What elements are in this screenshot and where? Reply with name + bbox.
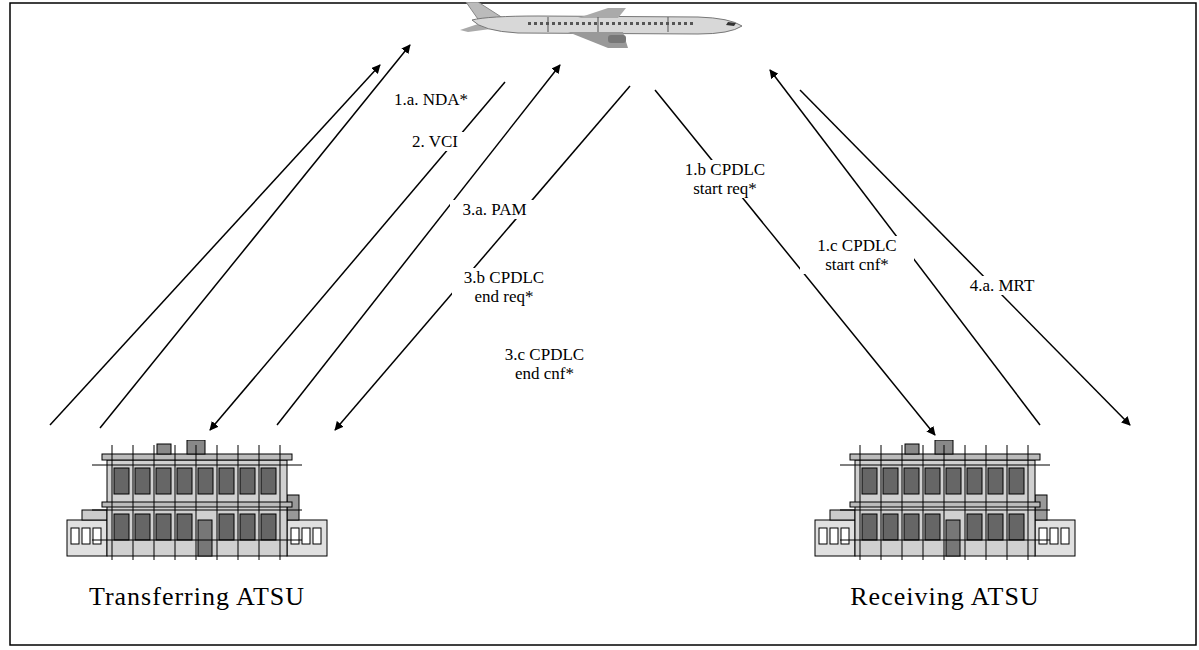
message-label: 3.a. PAM (450, 200, 539, 219)
message-label: 1.a. NDA* (384, 90, 478, 109)
node-label: Receiving ATSU (810, 582, 1080, 612)
building-illustration (810, 440, 1080, 560)
message-arrow (800, 90, 1130, 425)
aircraft (458, 2, 748, 50)
message-label: 4.a. MRT (960, 276, 1044, 295)
message-arrow (100, 45, 410, 428)
message-arrow (210, 82, 505, 430)
message-arrow (770, 70, 1040, 425)
atsu-building: Receiving ATSU (810, 440, 1080, 612)
node-label: Transferring ATSU (62, 582, 332, 612)
message-arrow (50, 65, 380, 425)
aircraft-illustration (458, 2, 748, 50)
message-label: 3.b CPDLC end req* (452, 268, 556, 306)
message-label: 3.c CPDLC end cnf* (495, 345, 594, 383)
message-arrow (335, 86, 630, 430)
message-arrow (655, 90, 935, 435)
building-illustration (62, 440, 332, 560)
message-label: 1.b CPDLC start req* (668, 160, 782, 198)
frame-border (10, 3, 1196, 645)
message-label: 2. VCI (398, 132, 472, 151)
atsu-building: Transferring ATSU (62, 440, 332, 612)
message-label: 1.c CPDLC start cnf* (800, 236, 914, 274)
